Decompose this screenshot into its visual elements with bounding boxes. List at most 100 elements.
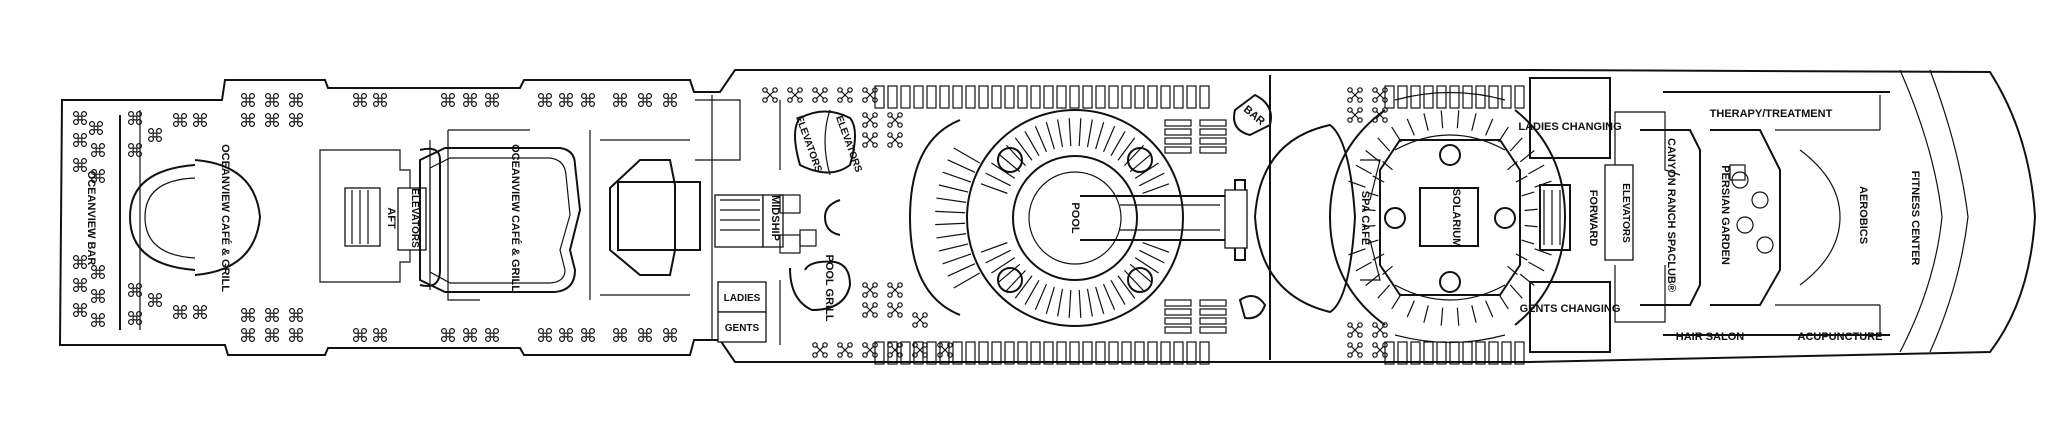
radial-lounger [1521, 239, 1535, 245]
radial-lounger [998, 153, 1021, 173]
label-gents-mid: GENTS [725, 323, 760, 334]
lounger [1199, 128, 1227, 136]
radial-lounger [1423, 113, 1429, 131]
radial-lounger [1471, 305, 1477, 323]
lounger [1410, 341, 1421, 365]
lounger [1134, 85, 1145, 109]
label-elevators-left: ELEVATORS [793, 114, 824, 174]
lounger [1164, 299, 1192, 307]
lounger [1199, 119, 1227, 127]
label-aft: AFT [385, 207, 397, 229]
label-oceanview-cafe-mid: OCEANVIEW CAFÉ & GRILL [509, 144, 522, 292]
radial-lounger [942, 253, 972, 265]
lounger [1095, 85, 1106, 109]
lounger [887, 85, 898, 109]
radial-lounger [938, 184, 969, 193]
lounger [1030, 341, 1041, 365]
lounger [1108, 341, 1119, 365]
lounger [1462, 85, 1473, 109]
radial-lounger [1045, 122, 1055, 150]
label-elevators-aft: ELEVATORS [409, 188, 420, 248]
lounger [965, 85, 976, 109]
lounger [1134, 341, 1145, 365]
radial-lounger [1034, 125, 1048, 153]
lounger [1043, 341, 1054, 365]
radial-lounger [1498, 293, 1509, 310]
lounger [1147, 85, 1158, 109]
label-bar: BAR [1241, 103, 1267, 128]
solarium-section [1233, 75, 1567, 360]
label-therapy: THERAPY/TREATMENT [1710, 108, 1833, 120]
lounger [1475, 85, 1486, 109]
lounger [1462, 341, 1473, 365]
radial-lounger [1471, 113, 1477, 131]
radial-lounger [1142, 242, 1170, 253]
lounger [952, 85, 963, 109]
lounger [1069, 341, 1080, 365]
lounger [1199, 299, 1227, 307]
lounger [1199, 308, 1227, 316]
label-persian-garden: PERSIAN GARDEN [1719, 165, 1731, 265]
radial-lounger [1440, 307, 1444, 326]
radial-lounger [1406, 118, 1415, 136]
radial-lounger [1110, 131, 1126, 156]
lounger [1069, 85, 1080, 109]
label-fitness-center: FITNESS CENTER [1909, 171, 1921, 266]
lounger [887, 341, 898, 365]
radial-lounger [1142, 183, 1170, 194]
label-oceanview-bar: OCEANVIEW BAR [85, 171, 97, 266]
lounger [1043, 85, 1054, 109]
lounger [1199, 341, 1210, 365]
radial-lounger [1509, 137, 1523, 152]
radial-lounger [1423, 305, 1429, 323]
radial-lounger [1129, 263, 1152, 283]
lounger [1164, 317, 1192, 325]
hull-outline [58, 69, 2037, 363]
radial-lounger [1123, 144, 1145, 167]
lounger [965, 341, 976, 365]
radial-lounger [1095, 122, 1105, 150]
radial-lounger [1102, 125, 1116, 153]
lounger [900, 85, 911, 109]
lounger [913, 85, 924, 109]
radial-lounger [1102, 283, 1116, 311]
radial-lounger [1485, 300, 1494, 318]
lounger [1082, 341, 1093, 365]
label-gents-changing: GENTS CHANGING [1520, 303, 1621, 315]
lounger [1030, 85, 1041, 109]
lounger [1186, 341, 1197, 365]
lounger [1199, 85, 1210, 109]
radial-lounger [1110, 280, 1126, 305]
lounger [1449, 85, 1460, 109]
radial-lounger [1068, 118, 1072, 147]
radial-lounger [938, 243, 969, 252]
lounger [1121, 341, 1132, 365]
label-acupuncture: ACUPUNCTURE [1798, 331, 1883, 343]
radial-lounger [936, 233, 967, 239]
lounger [1384, 85, 1395, 109]
radial-lounger [1057, 119, 1064, 148]
radial-lounger [998, 263, 1021, 283]
lounger [1108, 85, 1119, 109]
radial-lounger [1134, 162, 1159, 179]
radial-lounger [1123, 269, 1145, 292]
lounger [1164, 308, 1192, 316]
lounger [1056, 85, 1067, 109]
radial-lounger [953, 147, 981, 164]
radial-lounger [1485, 118, 1494, 136]
radial-lounger [1519, 273, 1535, 286]
radial-lounger [1117, 275, 1136, 299]
pool-area [909, 109, 1248, 327]
radial-lounger [1117, 137, 1136, 161]
radial-lounger [1377, 284, 1391, 299]
radial-lounger [1024, 131, 1040, 156]
lounger [1164, 128, 1192, 136]
radial-lounger [942, 171, 972, 183]
lounger [1173, 341, 1184, 365]
lounger [874, 85, 885, 109]
radial-lounger [1456, 110, 1460, 129]
lounger [939, 85, 950, 109]
radial-lounger [1528, 261, 1545, 272]
lounger [1423, 85, 1434, 109]
lounger [1164, 137, 1192, 145]
